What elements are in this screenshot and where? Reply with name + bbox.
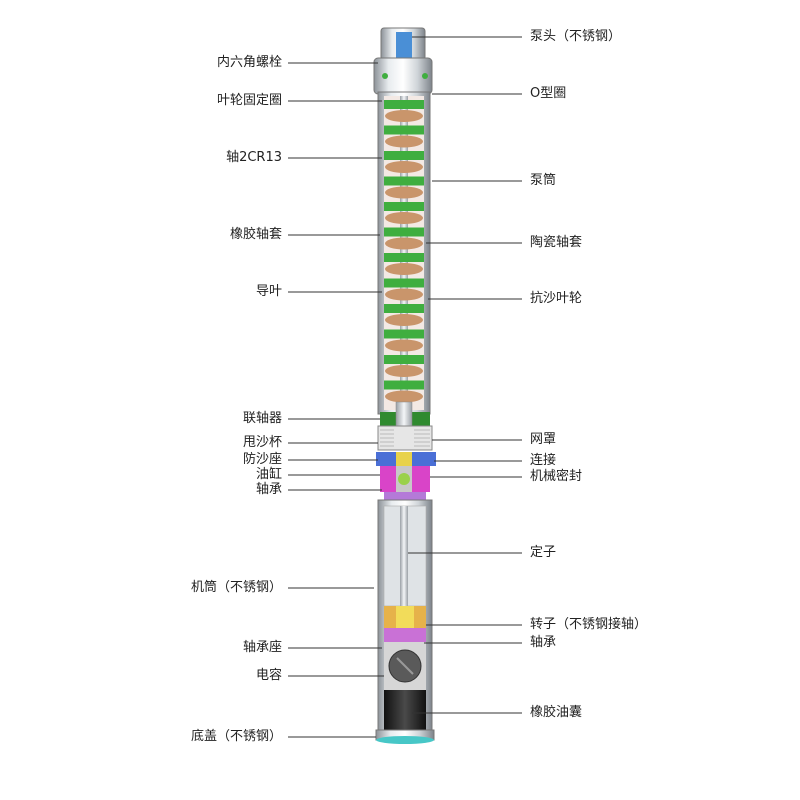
impeller (385, 314, 423, 326)
part-label: 导叶 (255, 284, 282, 299)
part-label: 联轴器 (242, 411, 282, 426)
part-label: 电容 (255, 668, 282, 683)
part-label: 轴2CR13 (226, 150, 282, 165)
impeller (385, 186, 423, 199)
diffuser (384, 151, 424, 160)
impeller (385, 110, 423, 122)
impeller (385, 161, 423, 173)
part-label: O型圈 (530, 86, 567, 101)
lower-bearing (384, 628, 426, 642)
diffuser (384, 176, 424, 186)
part-label: 橡胶轴套 (229, 227, 282, 242)
part-label: 轴承 (255, 482, 282, 497)
impeller (385, 212, 423, 224)
bottom-cover (375, 729, 435, 744)
impeller (385, 339, 423, 352)
diffuser (384, 278, 424, 288)
part-label: 机筒（不锈钢） (190, 580, 282, 595)
diffuser (384, 304, 424, 313)
part-label: 底盖（不锈钢） (190, 729, 282, 744)
part-label: 内六角螺栓 (216, 55, 282, 70)
diffuser (384, 125, 424, 135)
part-label: 机械密封 (530, 469, 583, 484)
part-label: 橡胶油囊 (530, 705, 583, 720)
impeller (385, 390, 423, 403)
capacitor (384, 642, 426, 690)
part-label: 泵筒 (530, 173, 557, 188)
impeller (385, 263, 423, 275)
diffuser (384, 227, 424, 237)
rotor (384, 606, 426, 628)
diffuser (384, 355, 424, 364)
part-label: 陶瓷轴套 (530, 235, 583, 250)
pump-stages (384, 100, 424, 403)
impeller (385, 237, 423, 250)
part-label: 防沙座 (242, 452, 282, 467)
part-label: 甩沙杯 (242, 435, 282, 450)
part-label: 轴承 (530, 635, 557, 650)
part-label: 轴承座 (242, 640, 282, 655)
part-label: 网罩 (530, 432, 557, 447)
impeller (385, 288, 423, 301)
diffuser (384, 329, 424, 339)
diffuser (384, 253, 424, 262)
part-label: 叶轮固定圈 (216, 93, 282, 108)
part-label: 抗沙叶轮 (530, 291, 583, 306)
part-label: 油缸 (255, 467, 282, 482)
part-label: 连接 (530, 453, 557, 468)
leader-lines (288, 36, 522, 738)
pump-head (373, 27, 433, 95)
diffuser (384, 202, 424, 211)
impeller (385, 365, 423, 377)
part-label: 定子 (530, 545, 557, 560)
coupling-section (376, 401, 436, 506)
diffuser (384, 380, 424, 390)
diffuser (384, 100, 424, 109)
part-label: 转子（不锈钢接轴） (530, 617, 648, 632)
part-label: 泵头（不锈钢） (530, 29, 622, 44)
impeller (385, 135, 423, 148)
rubber-bladder (384, 690, 426, 730)
